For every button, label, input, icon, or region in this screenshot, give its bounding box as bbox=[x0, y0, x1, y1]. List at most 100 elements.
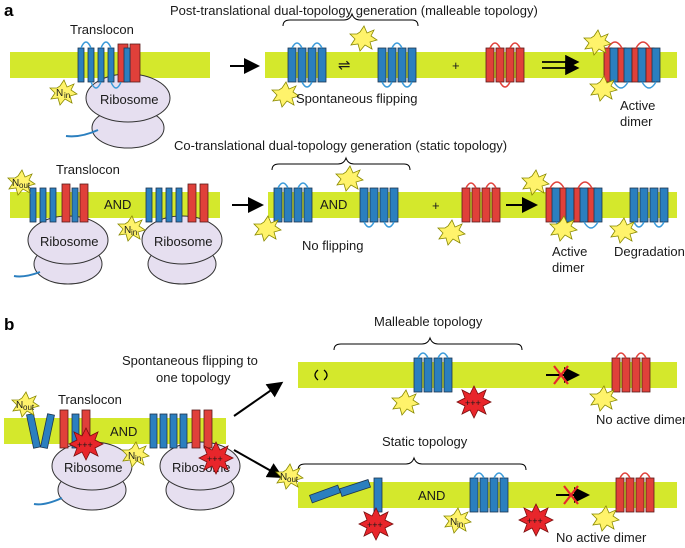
n-sub-out-b-bottom: out bbox=[287, 475, 299, 484]
helix-group-a1-left bbox=[77, 41, 141, 89]
nascent-chain-b bbox=[33, 497, 63, 506]
dimer-label-a2: dimer bbox=[552, 260, 585, 275]
nascent-chain-a2 bbox=[13, 271, 41, 278]
flip-to-one-line1: Spontaneous flipping to bbox=[122, 353, 258, 368]
helix-group-b-top-red bbox=[611, 352, 651, 393]
n-in-star-a1: N in bbox=[49, 79, 78, 106]
membrane-b-left bbox=[4, 418, 226, 444]
and-b-right: AND bbox=[418, 488, 445, 503]
dimer-label-a1: dimer bbox=[620, 114, 653, 129]
no-flipping-label: No flipping bbox=[302, 238, 363, 253]
helix-group-a2-red bbox=[461, 182, 501, 223]
translocon-label-a1: Translocon bbox=[70, 22, 134, 37]
no-active-dimer-bottom: No active dimer bbox=[556, 530, 647, 545]
co-translational-title: Co-translational dual-topology generatio… bbox=[174, 138, 507, 153]
helix-group-a2-left bbox=[29, 183, 89, 223]
red-charge-star-b3: +++ bbox=[456, 385, 492, 419]
helix-group-b-top bbox=[413, 352, 453, 393]
helix-group-b-bottom bbox=[469, 472, 509, 513]
arrow-b-down bbox=[233, 449, 284, 478]
n-out-star-a2: N out bbox=[7, 169, 36, 196]
translocon-label-b: Translocon bbox=[58, 392, 122, 407]
spontaneous-flipping-label: Spontaneous flipping bbox=[296, 91, 417, 106]
equilibrium-arrows: ⇌ bbox=[338, 57, 351, 74]
yellow-star-a2-4 bbox=[521, 169, 550, 196]
red-charge-star-b2: +++ bbox=[198, 441, 234, 475]
ribosome-a2-left: Ribosome bbox=[27, 215, 109, 285]
red-charge-star-b1: +++ bbox=[68, 427, 104, 461]
active-label-a2: Active bbox=[552, 244, 587, 259]
red-charge-star-b5: +++ bbox=[518, 503, 554, 537]
brace-post bbox=[282, 12, 419, 27]
flip-to-one-line2: one topology bbox=[156, 370, 231, 385]
charges-b5: +++ bbox=[527, 516, 543, 526]
n-sub-in-a2: in bbox=[131, 228, 137, 237]
n-letter-in-b-bottom: N bbox=[450, 517, 457, 528]
static-topology-label: Static topology bbox=[382, 434, 468, 449]
red-charge-star-b4: +++ bbox=[358, 507, 394, 541]
no-active-dimer-top: No active dimer bbox=[596, 412, 685, 427]
n-sub-out-a2: out bbox=[19, 181, 31, 190]
ribosome-label-a2-left: Ribosome bbox=[40, 234, 99, 249]
helix-group-a2-right1 bbox=[273, 182, 313, 223]
helix-group-a1-red bbox=[485, 42, 525, 88]
n-letter-in-b: N bbox=[128, 451, 135, 462]
n-sub-in-b-bottom: in bbox=[457, 520, 463, 529]
ribosome-label-a2-right: Ribosome bbox=[154, 234, 213, 249]
charges-b2: +++ bbox=[207, 454, 223, 464]
brace-co bbox=[271, 156, 411, 171]
active-dimer-a2 bbox=[545, 181, 603, 229]
n-letter: N bbox=[56, 88, 63, 99]
charges-b1: +++ bbox=[77, 440, 93, 450]
yellow-star-a1-3 bbox=[583, 29, 612, 56]
degradation-label: Degradation bbox=[614, 244, 685, 259]
n-in-star-b: N in bbox=[121, 441, 150, 468]
flip-icon bbox=[314, 369, 328, 381]
helix-group-b-bottom-tilted bbox=[309, 477, 383, 513]
active-dimer-a1 bbox=[603, 41, 661, 89]
n-in-star-b-bottom: N in bbox=[443, 507, 472, 534]
plus-a1: + bbox=[452, 58, 460, 73]
n-letter-out-b: N bbox=[16, 400, 23, 411]
brace-malleable bbox=[333, 336, 523, 351]
panel-label-a: a bbox=[4, 1, 14, 20]
malleable-topology-label: Malleable topology bbox=[374, 314, 483, 329]
n-in-star-a2: N in bbox=[117, 215, 146, 242]
and-b-left: AND bbox=[110, 424, 137, 439]
n-out-star-b: N out bbox=[11, 391, 40, 418]
yellow-star-a2-5 bbox=[549, 215, 578, 242]
ribosome-b-right: Ribosome bbox=[159, 441, 241, 511]
and-a2-right: AND bbox=[320, 197, 347, 212]
helix-group-a2-mid bbox=[145, 183, 209, 223]
yellow-star-a2-1 bbox=[335, 165, 364, 192]
panel-label-b: b bbox=[4, 315, 14, 334]
helix-group-b-mid bbox=[149, 409, 213, 449]
plus-a2: + bbox=[432, 198, 440, 213]
helix-group-a1-blue1 bbox=[287, 42, 327, 88]
active-label-a1: Active bbox=[620, 98, 655, 113]
double-arrow-a1 bbox=[542, 54, 580, 76]
charges-b3: +++ bbox=[465, 398, 481, 408]
post-translational-title: Post-translational dual-topology generat… bbox=[170, 3, 538, 18]
n-letter-out-a2: N bbox=[12, 178, 19, 189]
ribosome-label-a1: Ribosome bbox=[100, 92, 159, 107]
yellow-star-a1-2 bbox=[271, 81, 300, 108]
yellow-star-a1-1 bbox=[349, 25, 378, 52]
n-letter-out-b-bottom: N bbox=[280, 472, 287, 483]
and-a2-left: AND bbox=[104, 197, 131, 212]
blocked-arrow-b-top bbox=[546, 365, 580, 385]
blocked-arrow-b-bottom bbox=[556, 485, 590, 505]
n-sub-in: in bbox=[64, 91, 70, 100]
n-sub-in-b: in bbox=[135, 454, 141, 463]
ribosome-a1: Ribosome bbox=[85, 73, 171, 149]
yellow-star-a1-4 bbox=[589, 75, 618, 102]
yellow-star-a2-2 bbox=[253, 215, 282, 242]
n-out-star-b-bottom: N out bbox=[275, 463, 304, 490]
helix-group-a1-blue2 bbox=[377, 42, 417, 88]
yellow-star-a2-3 bbox=[437, 219, 466, 246]
brace-static bbox=[297, 456, 527, 471]
yellow-star-b-bottom-2 bbox=[591, 505, 620, 532]
ribosome-b-left: Ribosome bbox=[51, 441, 133, 511]
ribosome-a2-right: Ribosome bbox=[141, 215, 223, 285]
